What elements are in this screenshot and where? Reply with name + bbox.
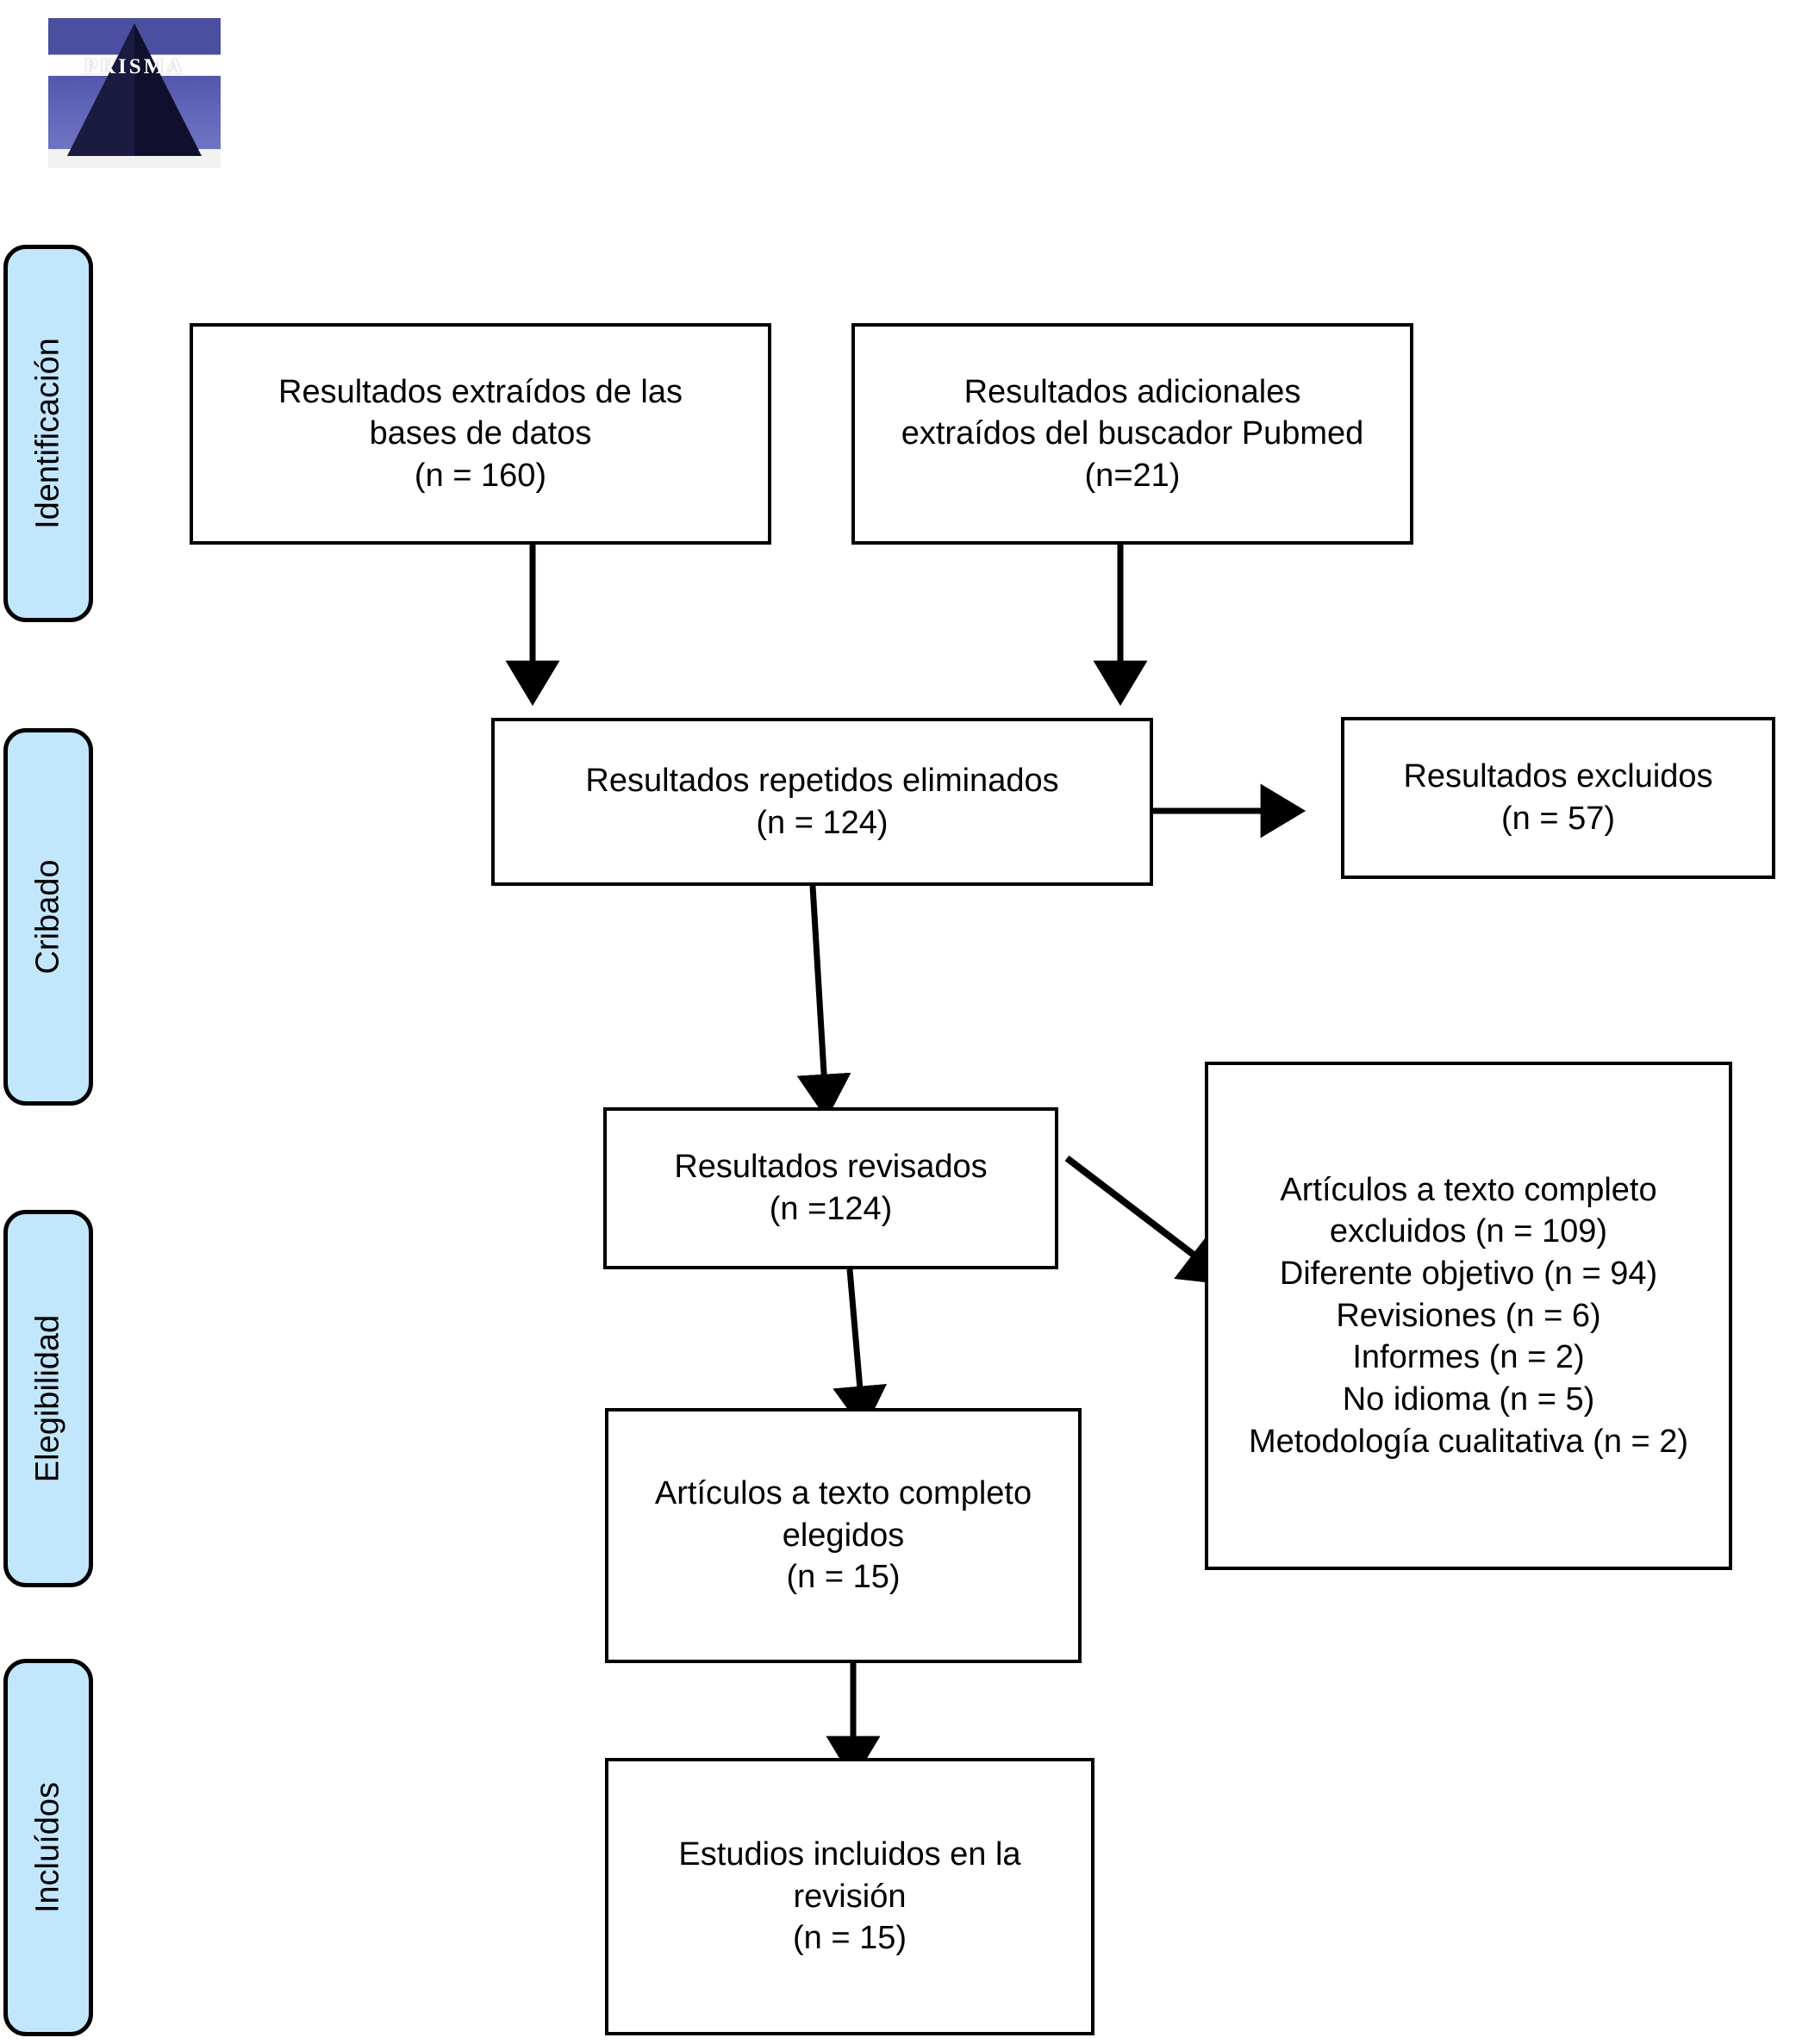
node-records-from-pubmed: Resultados adicionales extraídos del bus… [851, 323, 1413, 545]
node-studies-included-text: Estudios incluidos en la revisión (n = 1… [678, 1836, 1021, 1957]
node-records-from-databases: Resultados extraídos de las bases de dat… [190, 323, 771, 545]
node-fulltext-excluded: Artículos a texto completo excluidos (n … [1205, 1062, 1732, 1570]
prisma-logo-pyramid-icon [67, 23, 202, 156]
node-records-excluded: Resultados excluidos (n = 57) [1341, 717, 1775, 879]
arrow-screened-to-fulltext-chosen [833, 1268, 888, 1431]
stage-bar-identificacion: Identificación [3, 245, 93, 622]
stage-bar-elegibilidad: Elegibilidad [3, 1210, 93, 1587]
node-duplicates-removed: Resultados repetidos eliminados (n = 124… [491, 718, 1153, 886]
node-fulltext-chosen-text: Artículos a texto completo elegidos (n =… [654, 1475, 1032, 1596]
node-studies-included: Estudios incluidos en la revisión (n = 1… [605, 1758, 1094, 2035]
node-records-screened-text: Resultados revisados (n =124) [674, 1149, 988, 1227]
stage-label-elegibilidad: Elegibilidad [29, 1314, 66, 1483]
prisma-logo-wordmark: PRISMA [84, 55, 185, 78]
node-fulltext-chosen: Artículos a texto completo elegidos (n =… [605, 1408, 1082, 1663]
stage-bar-cribado: Cribado [3, 728, 93, 1106]
stage-label-cribado: Cribado [29, 859, 66, 975]
arrow-screened-to-fulltext-excluded [1064, 1155, 1234, 1286]
node-records-screened: Resultados revisados (n =124) [603, 1107, 1058, 1269]
stage-bar-incluidos: Incluídos [3, 1659, 93, 2036]
stage-label-identificacion: Identificación [29, 338, 66, 529]
node-records-from-databases-text: Resultados extraídos de las bases de dat… [278, 373, 683, 494]
node-duplicates-removed-text: Resultados repetidos eliminados (n = 124… [585, 762, 1059, 841]
prisma-logo: PRISMA [41, 7, 228, 171]
stage-label-incluidos: Incluídos [29, 1781, 66, 1914]
arrow-duplicates-to-screened [796, 885, 851, 1120]
node-records-from-pubmed-text: Resultados adicionales extraídos del bus… [901, 373, 1364, 494]
node-records-excluded-text: Resultados excluidos (n = 57) [1403, 758, 1713, 837]
node-fulltext-excluded-text: Artículos a texto completo excluidos (n … [1248, 1171, 1689, 1460]
